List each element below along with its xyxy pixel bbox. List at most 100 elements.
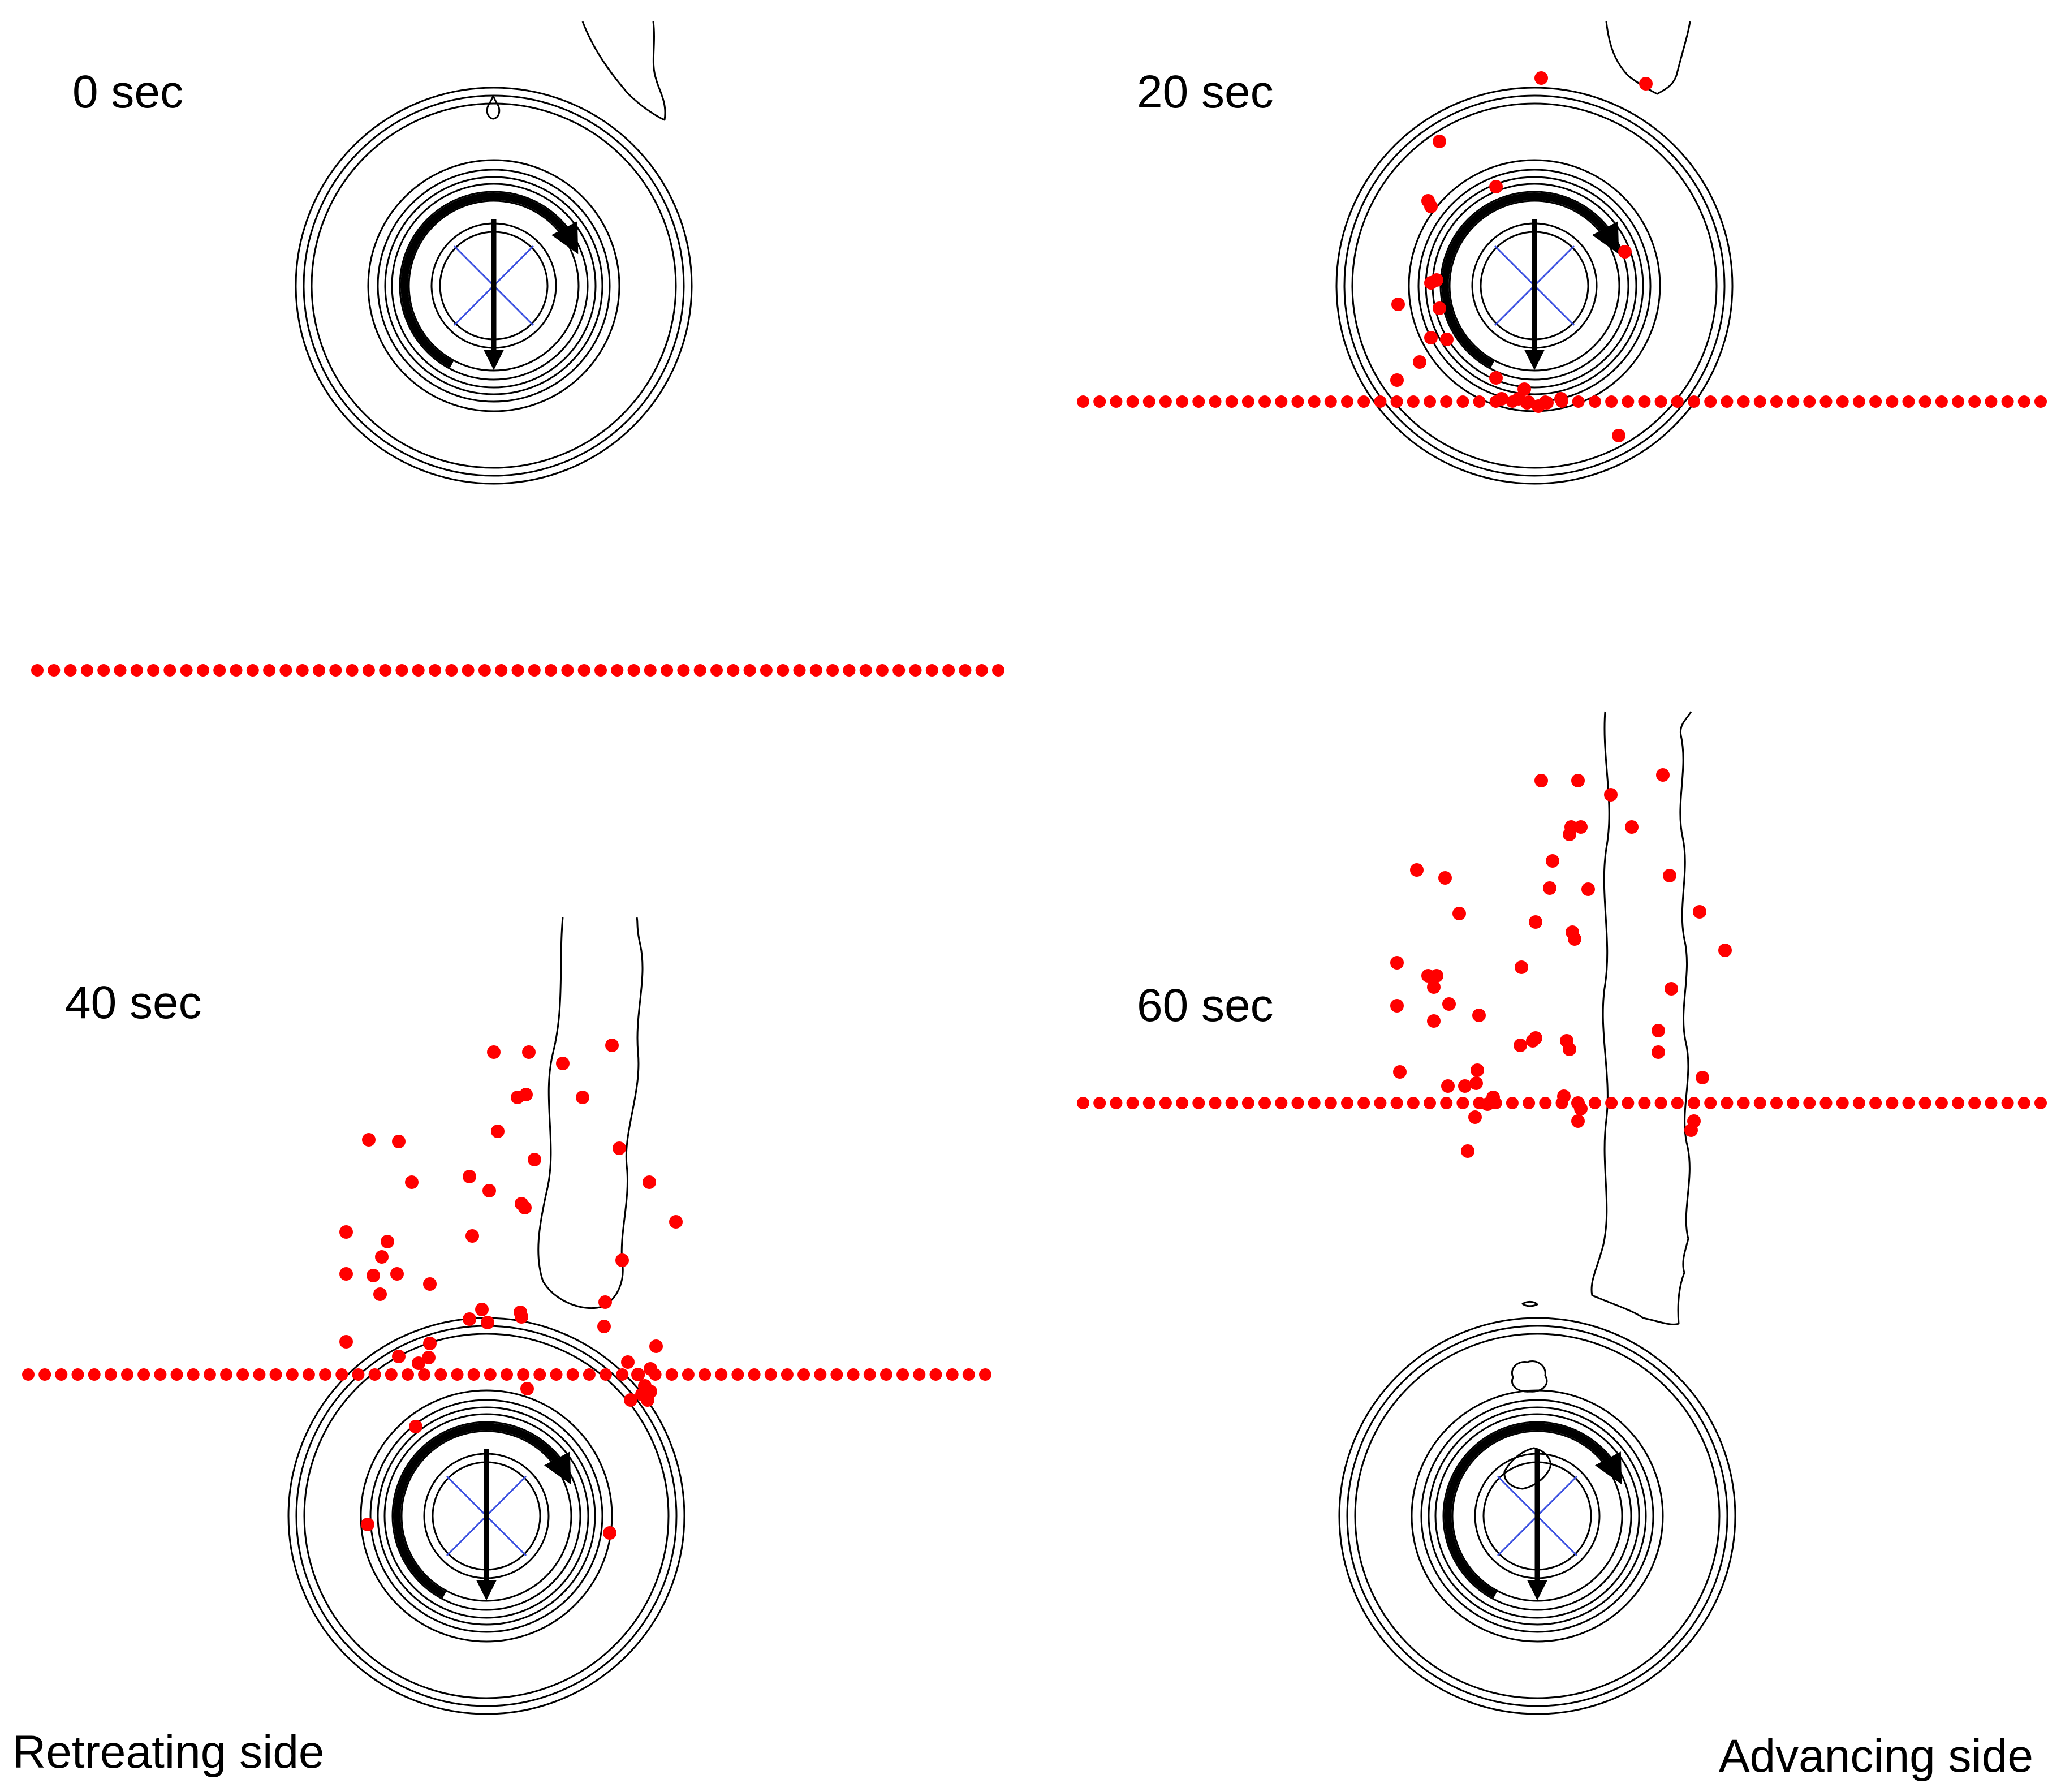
tracer-particle: [1671, 395, 1684, 408]
tool-ring: [1346, 1325, 1728, 1707]
tracer-particle: [484, 1368, 497, 1381]
tracer-particle: [154, 1368, 167, 1381]
tool-ring: [377, 169, 611, 403]
tracer-particle: [1605, 1097, 1618, 1109]
tracer-particle: [946, 1368, 959, 1381]
tracer-particle: [1588, 1097, 1601, 1109]
material-outline-40-sec: [537, 917, 644, 1309]
tracer-particle: [1110, 395, 1123, 408]
tracer-particle: [1612, 429, 1625, 442]
tracer-particle: [1852, 395, 1865, 408]
tracer-particle: [2017, 395, 2030, 408]
tracer-particle: [1390, 956, 1404, 970]
tracer-particle: [556, 1057, 570, 1070]
tracer-particle: [682, 1368, 695, 1381]
tracer-particle: [1489, 180, 1503, 193]
tracer-particle: [1440, 1097, 1453, 1109]
tracer-particle: [1654, 1097, 1667, 1109]
tracer-particle: [385, 1368, 398, 1381]
tracer-particle: [1568, 932, 1581, 946]
tracer-particle: [495, 664, 508, 677]
tracer-particle: [1529, 1031, 1542, 1045]
tracer-particle: [463, 1170, 476, 1183]
tracer-particle: [367, 1269, 380, 1282]
tracer-particle: [613, 1141, 626, 1155]
tracer-particle: [1693, 905, 1706, 919]
tracer-particle: [329, 664, 342, 677]
tool-3: [1338, 1317, 1736, 1715]
tracer-particle: [896, 1368, 909, 1381]
tracer-particle: [959, 664, 972, 677]
time-label-0-sec: 0 sec: [72, 66, 183, 118]
scattered-particles-20-sec: [1390, 71, 1653, 442]
pin-tip-0-sec: [486, 95, 501, 120]
tracer-particle: [263, 664, 276, 677]
tracer-particle: [1737, 395, 1750, 408]
tracer-particle: [361, 1518, 374, 1531]
pin-deposit-60-sec: [1511, 1360, 1548, 1393]
tracer-particle: [1605, 395, 1618, 408]
tracer-particle: [1308, 1097, 1321, 1109]
tracer-particle: [925, 664, 938, 677]
tracer-particle: [528, 664, 541, 677]
tool-ring: [408, 200, 580, 372]
tool-ring: [369, 1399, 603, 1633]
tracer-particle: [909, 664, 922, 677]
tracer-particle: [1663, 869, 1676, 882]
tool-ring: [1434, 1413, 1640, 1619]
tracer-particle: [644, 1362, 657, 1376]
tracer-particle: [1581, 882, 1595, 896]
tracer-particle: [669, 1215, 683, 1229]
tracer-particle: [302, 1368, 315, 1381]
tracer-particle: [979, 1368, 991, 1381]
tracer-particle: [1077, 1097, 1089, 1109]
tracer-particle: [594, 664, 607, 677]
tracer-particle: [1438, 871, 1452, 885]
tracer-particle: [375, 1250, 389, 1264]
tracer-particle: [1737, 1097, 1750, 1109]
tracer-particle: [1473, 395, 1486, 408]
tracer-particle: [1390, 999, 1404, 1013]
tracer-particle: [1430, 273, 1443, 287]
tracer-particle: [1574, 820, 1588, 834]
tracer-particle: [1209, 1097, 1222, 1109]
tracer-particle: [147, 664, 160, 677]
tracer-particle: [962, 1368, 975, 1381]
tracer-particle: [38, 1368, 51, 1381]
tracer-particle: [362, 1133, 376, 1147]
tracer-particle: [368, 1368, 381, 1381]
tool-layer: [287, 87, 1736, 1715]
tracer-particle: [1430, 969, 1443, 983]
tracer-particle: [1225, 1097, 1238, 1109]
tool-ring: [399, 191, 589, 381]
particle-layer: [22, 71, 2047, 1540]
tracer-particle: [2034, 395, 2047, 408]
tracer-particle: [1275, 395, 1288, 408]
rotation-arrow: [1444, 1423, 1622, 1599]
tracer-particle: [319, 1368, 332, 1381]
tracer-particle: [611, 664, 624, 677]
tracer-particle: [97, 664, 110, 677]
tracer-particle: [286, 1368, 299, 1381]
tracer-particle: [793, 664, 806, 677]
tracer-particle: [462, 664, 475, 677]
tracer-particle: [1652, 1024, 1665, 1037]
tracer-particle: [1093, 1097, 1106, 1109]
tracer-particle: [1952, 395, 1965, 408]
tracer-particle: [1968, 395, 1981, 408]
tracer-particle: [1718, 944, 1732, 957]
tracer-particle: [748, 1368, 761, 1381]
tracer-particle: [1671, 1097, 1684, 1109]
tracer-particle: [677, 664, 690, 677]
tool-ring: [384, 176, 603, 395]
tracer-particle: [992, 664, 1004, 677]
tracer-particle: [1918, 1097, 1931, 1109]
tracer-particle: [1427, 1014, 1441, 1028]
tracer-particle: [942, 664, 955, 677]
tracer-particle: [616, 1368, 629, 1381]
tracer-particle: [1935, 1097, 1948, 1109]
tracer-particle: [1456, 1097, 1469, 1109]
time-label-60-sec: 60 sec: [1137, 980, 1274, 1031]
tracer-particle: [1819, 1097, 1833, 1109]
tracer-particle: [1433, 135, 1446, 148]
